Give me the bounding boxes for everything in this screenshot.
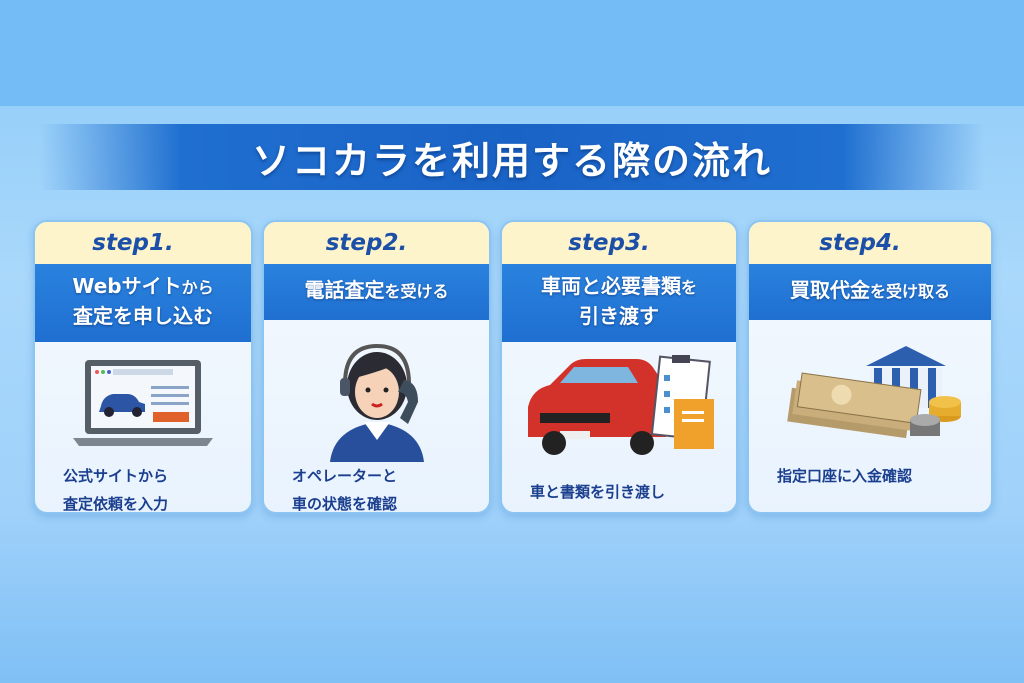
step-label: step1. <box>35 222 251 264</box>
heading-text: 車両と必要書類 <box>540 274 681 298</box>
heading-text-small: を受ける <box>384 282 449 301</box>
step-description: 公式サイトから 査定依頼を入力 <box>35 462 251 513</box>
car-documents-icon <box>502 342 736 462</box>
heading-text: 買取代金 <box>789 278 870 302</box>
laptop-car-icon <box>35 342 251 462</box>
heading-text-small: を <box>680 278 697 297</box>
desc-line: 公式サイトから <box>63 467 169 485</box>
top-band <box>0 0 1024 106</box>
step-card-2: step2. 電話査定を受ける オペレーターと 車の状態を確認 <box>262 220 491 514</box>
step-heading: Webサイトから 査定を申し込む <box>35 264 251 342</box>
bank-money-icon <box>749 320 991 462</box>
heading-text: Webサイト <box>72 274 182 298</box>
step-card-3: step3. 車両と必要書類を 引き渡す 車と書類を引き渡し <box>500 220 738 514</box>
heading-text: 電話査定 <box>304 278 385 302</box>
desc-line: オペレーターと <box>292 467 398 485</box>
step-heading: 車両と必要書類を 引き渡す <box>502 264 736 342</box>
desc-line: 査定依頼を入力 <box>63 495 169 513</box>
step-description: 指定口座に入金確認 <box>749 462 991 490</box>
step-label: step3. <box>502 222 736 264</box>
heading-text-small: を受け取る <box>869 282 950 301</box>
operator-icon <box>264 320 489 462</box>
step-heading: 買取代金を受け取る <box>749 264 991 320</box>
step-label: step2. <box>264 222 489 264</box>
desc-line: 指定口座に入金確認 <box>777 467 913 485</box>
step-label: step4. <box>749 222 991 264</box>
desc-line: 車と書類を引き渡し <box>530 483 666 501</box>
heading-text-small: から <box>181 278 214 297</box>
step-description: 車と書類を引き渡し <box>502 462 736 506</box>
title-banner: ソコカラを利用する際の流れ <box>40 124 984 190</box>
step-description: オペレーターと 車の状態を確認 <box>264 462 489 513</box>
page-title: ソコカラを利用する際の流れ <box>251 138 772 183</box>
heading-text-line2: 引き渡す <box>579 304 659 328</box>
step-heading: 電話査定を受ける <box>264 264 489 320</box>
desc-line: 車の状態を確認 <box>292 495 398 513</box>
heading-text-line2: 査定を申し込む <box>73 304 213 328</box>
step-card-1: step1. Webサイトから 査定を申し込む 公式サイトから 査定依頼を入力 <box>33 220 253 514</box>
step-card-4: step4. 買取代金を受け取る 指定口座に入金確認 <box>747 220 993 514</box>
